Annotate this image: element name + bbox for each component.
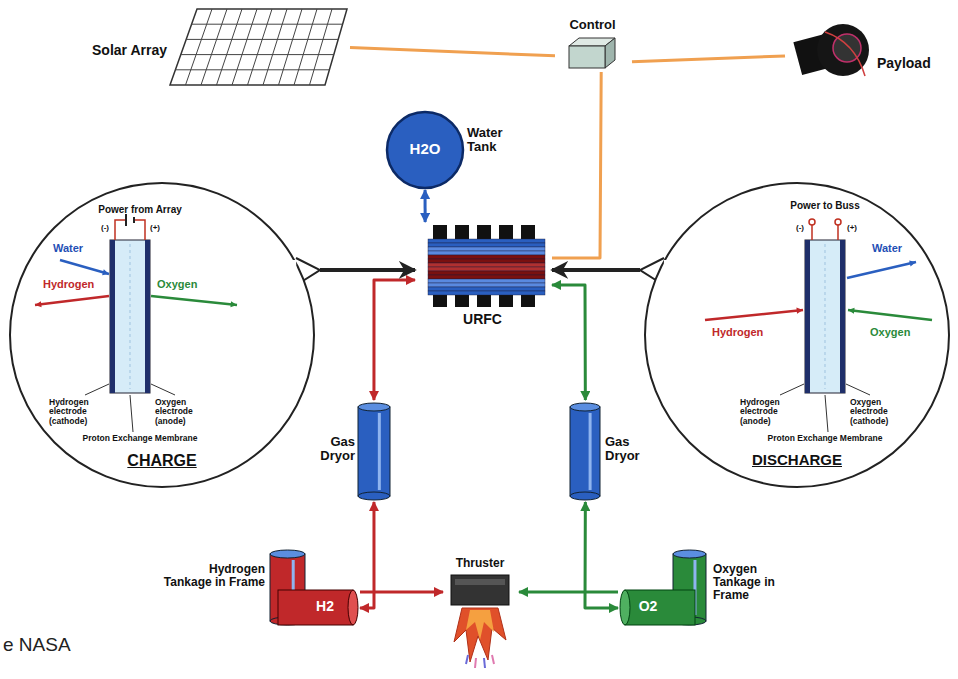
node-label: Proton Exchange Membrane [65, 434, 215, 443]
gas-dryer: Gas Dryor [568, 400, 657, 502]
callout-arrow [320, 268, 415, 272]
node-label: Power from Array [80, 204, 200, 215]
flow-line [350, 48, 555, 56]
oxygen-tank: O2 Oxygen Tankage in Frame [618, 545, 805, 630]
node-label: Oxygen electrode (anode) [155, 398, 215, 426]
gas-dryer: Gas Dryor [300, 400, 392, 502]
node-label: Oxygen Tankage in Frame [713, 563, 803, 603]
node-label: Thruster [443, 557, 517, 570]
node-label: DISCHARGE [737, 452, 857, 469]
arrow-head [909, 260, 916, 266]
flame-core [466, 610, 494, 640]
arrow-head [230, 301, 237, 307]
flow-line [552, 72, 601, 258]
discharge-callout: Power to Buss (-) (+) WaterHydrogen OxygenHy… [640, 178, 955, 495]
charge-callout-outline [5, 178, 320, 495]
node-label: Hydrogen Tankage in Frame [160, 563, 265, 589]
node-label: O2 [628, 599, 668, 614]
flow-line [424, 190, 427, 222]
node-label: Gas Dryor [300, 435, 355, 464]
node-label: H2 [305, 599, 345, 614]
flow-arrow [847, 262, 916, 278]
solar-array: Solar Array [75, 5, 350, 90]
water-tank-outline [385, 110, 525, 190]
callout-arrow [552, 268, 640, 272]
node-label: CHARGE [102, 452, 222, 470]
flow-arrow [848, 310, 932, 320]
urfc-stack: URFC [415, 222, 552, 330]
flame [454, 608, 506, 662]
node-label: (-) [97, 224, 113, 233]
node-label: Hydrogen electrode (anode) [740, 398, 800, 426]
payload-camera: Payload [785, 12, 951, 92]
oxygen-tank-outline [618, 545, 805, 630]
node-label: Hydrogen [43, 278, 105, 290]
credit-note: e NASA [3, 634, 71, 656]
node-label: (+) [844, 224, 860, 233]
node-label: H2O [387, 141, 463, 158]
control-box: Control [555, 18, 632, 72]
node-label: (+) [147, 224, 163, 233]
node-label: Water [872, 242, 914, 254]
node-label: Payload [877, 56, 949, 71]
flow-line [360, 590, 443, 593]
arrow-head [796, 308, 803, 314]
flow-arrow [35, 296, 109, 305]
hydrogen-tank: H2 Hydrogen Tankage in Frame [160, 545, 360, 630]
node-label: Oxygen [870, 326, 926, 338]
node-label: URFC [415, 312, 550, 327]
arrow-head [102, 269, 109, 275]
arrow-head [848, 308, 855, 314]
charge-callout: Power from Array(-)(+)WaterHydrogenOxyge… [5, 178, 320, 495]
node-label: Control [555, 18, 630, 32]
flow-line [552, 285, 585, 400]
flow-arrow [705, 310, 803, 320]
node-label: Water Tank [467, 126, 523, 155]
thruster: Thruster [443, 555, 519, 608]
node-label: Hydrogen [712, 326, 774, 338]
node-label: Hydrogen electrode (cathode) [49, 398, 109, 426]
payload-camera-outline [785, 12, 950, 92]
node-label: Proton Exchange Membrane [750, 434, 900, 443]
arrow-head [35, 301, 42, 307]
flow-line [519, 590, 618, 593]
node-label: Gas Dryor [605, 435, 655, 464]
node-label: (-) [792, 224, 808, 233]
water-tank: H2OWater Tank [385, 110, 525, 190]
flow-arrow [60, 260, 109, 274]
node-label: Oxygen [157, 278, 213, 290]
flow-line [374, 280, 415, 400]
exhaust-dashes [466, 655, 494, 668]
node-label: Water [53, 242, 95, 254]
node-label: Power to Buss [765, 200, 885, 211]
flow-line [632, 56, 785, 62]
node-label: Solar Array [75, 43, 167, 58]
node-label: Oxygen electrode (cathode) [850, 398, 910, 426]
flow-arrow [151, 296, 237, 305]
